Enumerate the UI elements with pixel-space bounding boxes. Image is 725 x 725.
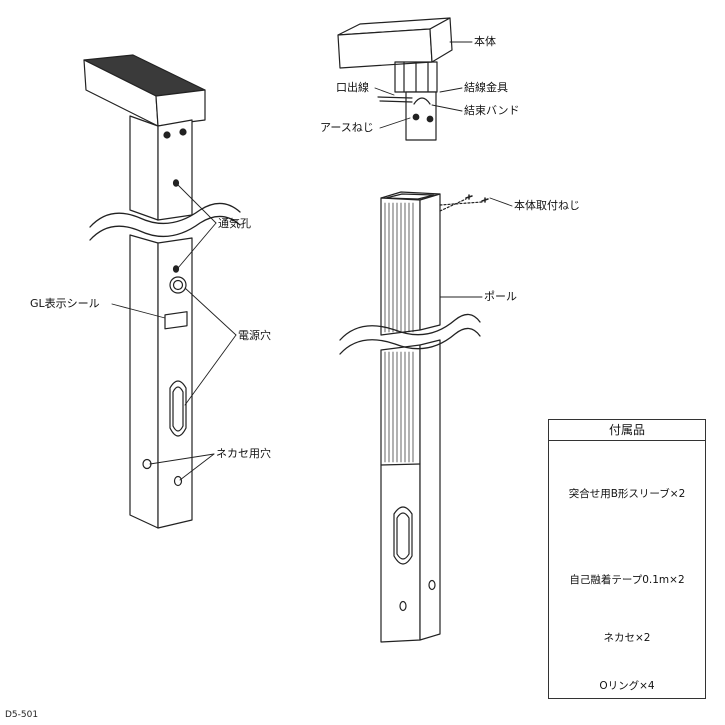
outlet-wire-1	[377, 96, 413, 99]
label-earth-screw: アースねじ	[320, 121, 374, 134]
earth-screw-2	[426, 115, 434, 123]
pole-oval-hole	[393, 506, 413, 565]
left-screw-hole-2	[179, 128, 187, 136]
label-nut-hole: ネカセ用穴	[216, 447, 271, 460]
power-hole-oval	[169, 380, 187, 437]
left-pole-upper-front	[129, 115, 159, 221]
body-side	[429, 17, 453, 63]
accessory-item-nut: ネカセ×2	[603, 632, 651, 644]
accessory-item-o-ring: Oリング×4	[599, 680, 655, 692]
gl-seal-sticker	[164, 311, 188, 330]
accessories-box: 付属品 突合せ用B形スリーブ×2 自己融着テープ0.1m×2 ネカセ×2 Oリン…	[548, 419, 706, 699]
left-break-wave	[89, 202, 241, 228]
pole-rib-hatching	[384, 202, 414, 463]
power-hole-round-inner	[172, 279, 184, 291]
earth-screw-1	[412, 113, 420, 121]
left-pole-lower-front	[129, 234, 159, 529]
mount-screw-1	[465, 194, 473, 200]
leader-lines	[111, 41, 513, 481]
accessory-item-sleeve: 突合せ用B形スリーブ×2	[568, 488, 686, 500]
label-pole: ポール	[484, 290, 517, 303]
left-break-wave-2	[89, 215, 241, 241]
right-pole-upper-front	[380, 197, 421, 336]
mount-screw-2	[481, 197, 489, 203]
power-hole-oval-inner	[172, 386, 184, 432]
right-pole-top-inner	[385, 193, 435, 200]
label-main-body: 本体	[474, 35, 496, 48]
left-pole-upper-side	[157, 119, 193, 221]
left-head-side	[155, 89, 206, 127]
pole-nut-hole-1	[428, 579, 436, 591]
mount-screw-guide-1	[439, 198, 467, 212]
mount-screw-guide-2	[439, 201, 483, 206]
right-break-wave-2	[339, 327, 481, 355]
outlet-wire-2	[379, 100, 413, 103]
document-id: D5-501	[5, 710, 39, 720]
accessory-item-tape: 自己融着テープ0.1m×2	[569, 574, 685, 586]
label-gl-seal: GL表示シール	[30, 297, 100, 310]
right-pole-upper-side	[419, 193, 441, 331]
label-power-hole: 電源穴	[238, 329, 271, 342]
left-screw-hole-1	[163, 131, 171, 139]
right-break-wave	[339, 313, 481, 341]
pole-marker-line	[380, 463, 421, 466]
right-pole-lower-front	[380, 344, 421, 643]
accessories-title: 付属品	[549, 420, 705, 441]
left-pole-assembly	[83, 54, 206, 529]
cable-tie	[413, 97, 431, 105]
label-body-mount-screw: 本体取付ねじ	[514, 199, 580, 212]
label-cable-tie: 結束バンド	[464, 104, 520, 117]
right-pole-assembly	[380, 191, 489, 643]
vent-hole-lower	[172, 265, 180, 273]
vent-hole-upper	[172, 179, 180, 187]
right-pole-lower-side	[419, 339, 441, 641]
nut-hole-side	[173, 475, 183, 487]
label-vent-hole: 通気孔	[218, 217, 251, 230]
pole-oval-hole-inner	[396, 512, 410, 560]
power-hole-round-outer	[169, 276, 187, 294]
label-wiring-bracket: 結線金具	[464, 81, 508, 94]
pole-nut-hole-2	[399, 600, 407, 612]
lamp-body-assembly	[337, 17, 453, 141]
label-outlet-wire: 口出線	[336, 81, 369, 94]
